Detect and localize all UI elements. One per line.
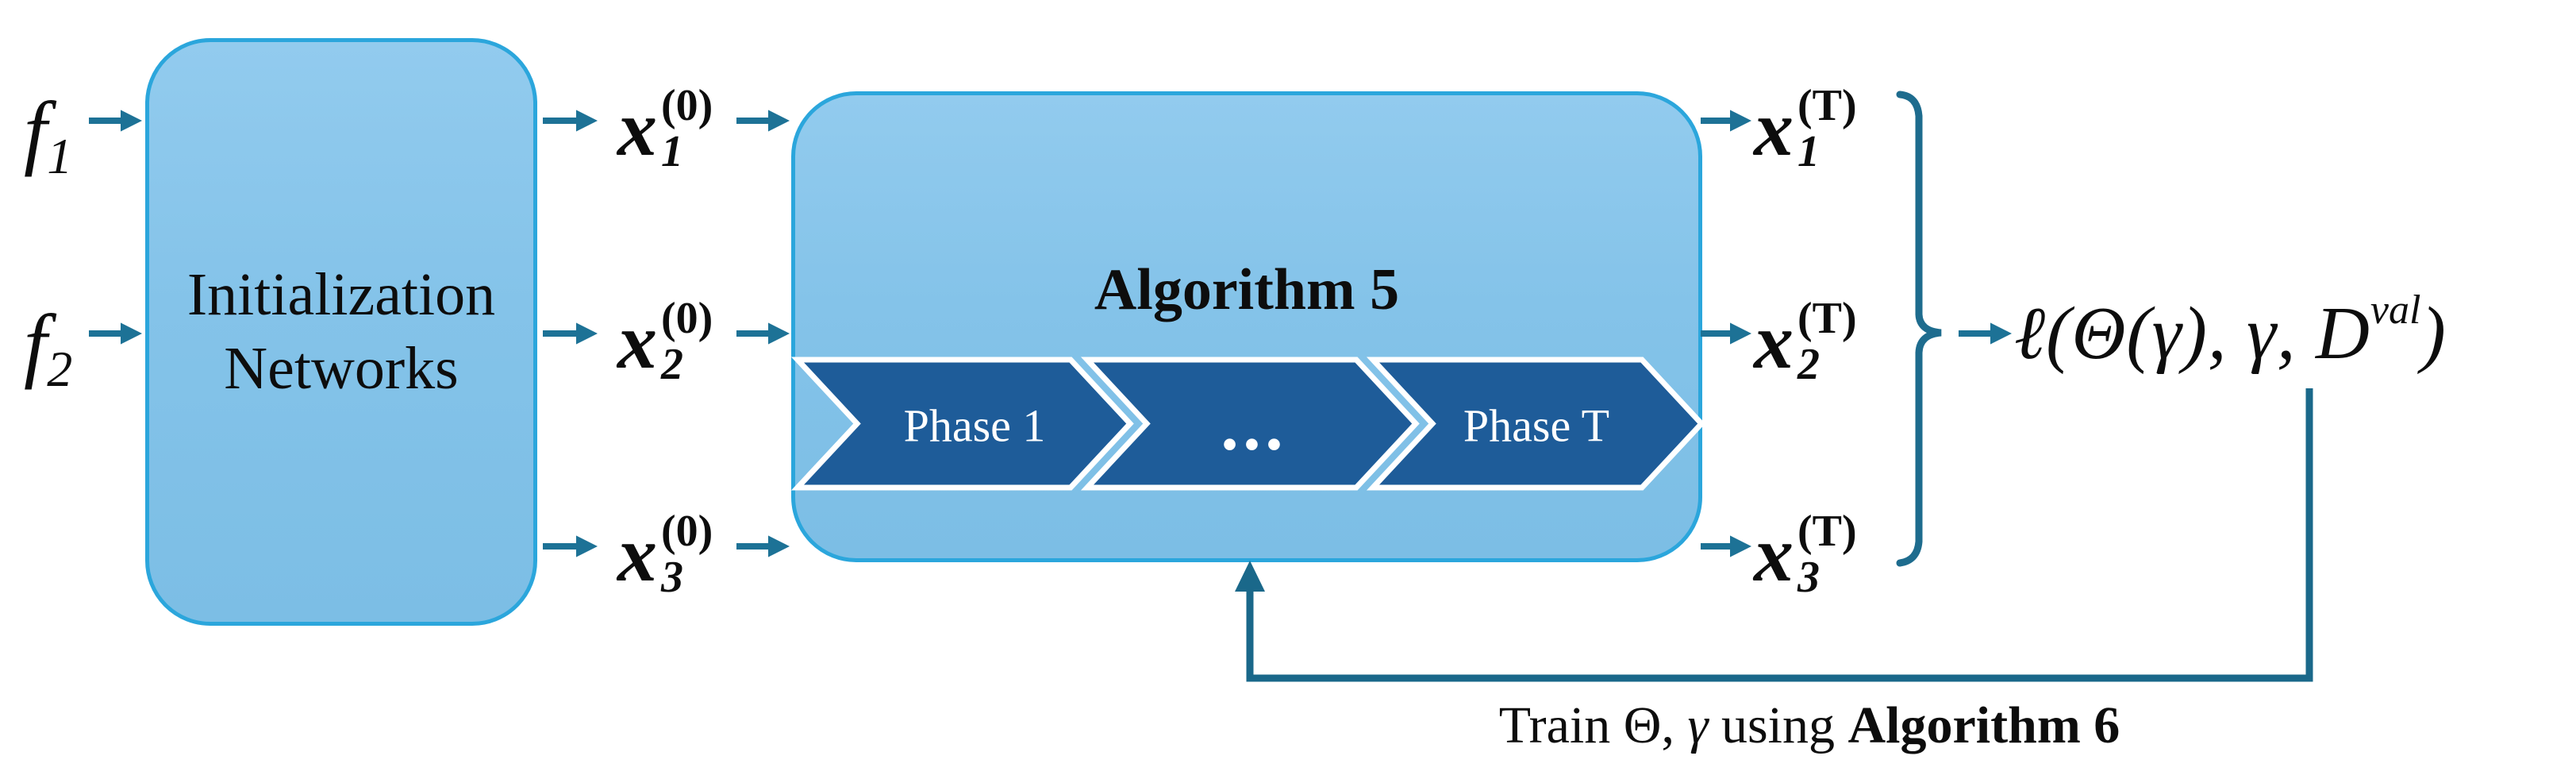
ellipsis-label: ••• — [1222, 420, 1289, 469]
phase-t-label: Phase T — [1463, 399, 1610, 452]
loss-expression: ℓ(Θ(γ), γ, Dval) — [2014, 287, 2447, 376]
initialization-networks-box: Initialization Networks — [145, 38, 537, 626]
label-x3-T: x (T)3 — [1754, 507, 1857, 602]
output-brace — [1896, 91, 1942, 567]
chevron-ellipsis — [1080, 357, 1420, 491]
label-x3-0: x (0)3 — [617, 507, 713, 602]
algorithm-5-title: Algorithm 5 — [1094, 257, 1400, 322]
label-x2-T: x (T)2 — [1754, 294, 1857, 389]
train-caption: Train Θ, γ using Algorithm 6 — [1498, 696, 2120, 754]
phase-chevrons — [790, 357, 1705, 491]
phase-1-label: Phase 1 — [903, 399, 1046, 452]
label-x1-T: x (T)1 — [1754, 81, 1857, 176]
feedback-path — [1235, 388, 2313, 682]
dataset-symbol: D — [2316, 292, 2370, 375]
flow-arrows — [89, 110, 2013, 557]
feedback-arrowhead — [1235, 561, 1265, 592]
chevron-phase-t — [1366, 357, 1705, 491]
chevron-phase-1 — [790, 357, 1134, 491]
label-x2-0: x (0)2 — [617, 294, 713, 389]
initialization-networks-label: Initialization Networks — [186, 261, 496, 402]
label-x1-0: x (0)1 — [617, 81, 713, 176]
